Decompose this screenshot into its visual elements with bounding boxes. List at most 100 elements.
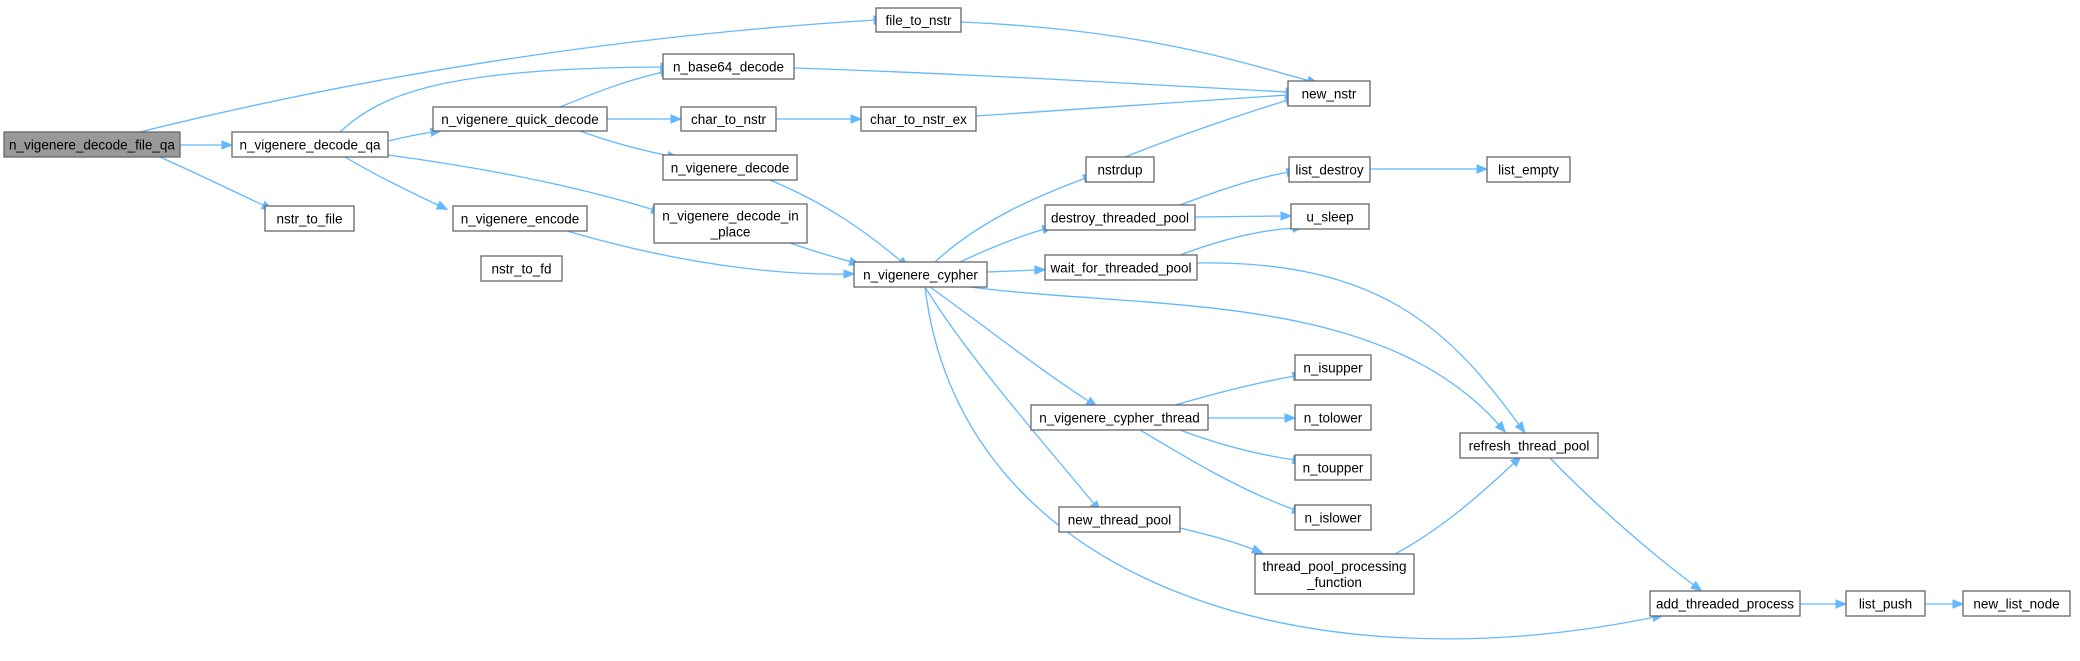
node-box bbox=[1030, 404, 1209, 431]
node-add_proc[interactable]: add_threaded_process bbox=[1649, 590, 1801, 617]
node-box bbox=[264, 205, 355, 232]
node-box bbox=[1294, 504, 1372, 531]
edge-line bbox=[959, 228, 1046, 263]
node-label: add_threaded_process bbox=[1656, 597, 1794, 612]
node-isupper[interactable]: n_isupper bbox=[1294, 354, 1372, 381]
edge-line bbox=[1179, 527, 1256, 551]
node-new_list_node[interactable]: new_list_node bbox=[1962, 590, 2071, 617]
edge-arrowhead bbox=[850, 114, 863, 124]
node-toupper[interactable]: n_toupper bbox=[1294, 454, 1372, 481]
node-encode[interactable]: n_vigenere_encode bbox=[452, 205, 588, 232]
edge-arrowhead bbox=[1494, 420, 1507, 434]
edge-char_to_nstr-to-char_to_nstr_ex bbox=[776, 114, 863, 124]
node-label: wait_for_threaded_pool bbox=[1049, 261, 1191, 276]
node-box bbox=[853, 261, 988, 288]
node-box bbox=[860, 106, 977, 132]
node-list_destroy[interactable]: list_destroy bbox=[1288, 156, 1371, 183]
edge-nstrdup-to-new_nstr bbox=[1124, 96, 1297, 158]
node-quick[interactable]: n_vigenere_quick_decode bbox=[432, 106, 608, 132]
node-box bbox=[1044, 204, 1196, 231]
edge-cypher-to-new_pool bbox=[924, 286, 1101, 513]
node-box bbox=[1962, 590, 2071, 617]
node-wait_pool[interactable]: wait_for_threaded_pool bbox=[1044, 254, 1198, 281]
node-list_empty[interactable]: list_empty bbox=[1486, 156, 1571, 183]
edge-cypher-to-wait_pool bbox=[986, 265, 1047, 275]
node-label: n_vigenere_quick_decode bbox=[441, 112, 599, 127]
edge-line bbox=[789, 242, 853, 263]
node-char_to_nstr_ex[interactable]: char_to_nstr_ex bbox=[860, 106, 977, 132]
edge-line bbox=[344, 156, 441, 207]
edge-processing-to-refresh bbox=[1394, 455, 1522, 555]
edge-line bbox=[1549, 457, 1696, 587]
call-graph-edges bbox=[139, 15, 1965, 640]
node-char_to_nstr[interactable]: char_to_nstr bbox=[680, 106, 777, 132]
node-label: n_vigenere_cypher_thread bbox=[1039, 411, 1200, 426]
node-root[interactable]: n_vigenere_decode_file_qa bbox=[3, 131, 181, 158]
node-label: n_toupper bbox=[1303, 461, 1364, 476]
node-label: n_isupper bbox=[1303, 361, 1363, 376]
node-box bbox=[680, 106, 777, 132]
edge-arrowhead bbox=[1284, 413, 1297, 423]
node-box bbox=[662, 154, 798, 181]
edge-line bbox=[769, 179, 903, 263]
node-nstr_to_fd[interactable]: nstr_to_fd bbox=[480, 255, 563, 282]
node-box bbox=[1486, 156, 1571, 183]
node-new_nstr[interactable]: new_nstr bbox=[1287, 80, 1371, 107]
edge-line bbox=[566, 230, 847, 275]
node-box bbox=[1044, 254, 1198, 281]
node-label: list_empty bbox=[1498, 163, 1559, 178]
node-box bbox=[1288, 156, 1371, 183]
node-cypher[interactable]: n_vigenere_cypher bbox=[853, 261, 988, 288]
edge-quick-to-char_to_nstr bbox=[607, 114, 683, 124]
edge-line bbox=[793, 67, 1289, 93]
node-nstrdup[interactable]: nstrdup bbox=[1085, 156, 1155, 183]
edge-line bbox=[1124, 99, 1289, 158]
node-label: n_vigenere_cypher bbox=[863, 268, 978, 283]
node-islower[interactable]: n_islower bbox=[1294, 504, 1372, 531]
node-box bbox=[1294, 454, 1372, 481]
node-u_sleep[interactable]: u_sleep bbox=[1290, 203, 1370, 230]
edge-wait_pool-to-refresh bbox=[1196, 262, 1526, 434]
node-box bbox=[1649, 590, 1801, 617]
node-label: n_tolower bbox=[1304, 411, 1363, 426]
edge-cypher-to-refresh bbox=[969, 286, 1507, 434]
node-new_pool[interactable]: new_thread_pool bbox=[1058, 506, 1181, 533]
node-box bbox=[1294, 354, 1372, 381]
edge-destroy_pool-to-u_sleep bbox=[1194, 211, 1293, 221]
edge-line bbox=[579, 130, 671, 157]
node-box bbox=[452, 205, 588, 232]
node-refresh[interactable]: refresh_thread_pool bbox=[1459, 432, 1599, 459]
edge-line bbox=[159, 156, 266, 207]
edge-line bbox=[924, 286, 1656, 640]
node-cthread[interactable]: n_vigenere_cypher_thread bbox=[1030, 404, 1209, 431]
edge-decode_qa-to-encode bbox=[344, 156, 449, 210]
node-box bbox=[1294, 404, 1372, 431]
node-base64[interactable]: n_base64_decode bbox=[662, 53, 795, 80]
edge-line bbox=[339, 66, 664, 133]
node-label: destroy_threaded_pool bbox=[1051, 211, 1189, 226]
node-inplace[interactable]: n_vigenere_decode_in_place bbox=[653, 203, 808, 244]
edge-arrowhead bbox=[1835, 599, 1848, 609]
node-nstr_to_file[interactable]: nstr_to_file bbox=[264, 205, 355, 232]
node-label: nstr_to_fd bbox=[491, 262, 551, 277]
node-box bbox=[662, 53, 795, 80]
node-destroy_pool[interactable]: destroy_threaded_pool bbox=[1044, 204, 1196, 231]
edge-line bbox=[1194, 215, 1284, 218]
node-box bbox=[1254, 553, 1415, 595]
node-processing[interactable]: thread_pool_processing_function bbox=[1254, 553, 1415, 595]
node-file_to_nstr[interactable]: file_to_nstr bbox=[875, 7, 962, 33]
edge-arrowhead bbox=[1690, 580, 1703, 592]
node-tolower[interactable]: n_tolower bbox=[1294, 404, 1372, 431]
node-label: n_vigenere_decode_file_qa bbox=[9, 138, 175, 153]
edge-line bbox=[1179, 429, 1296, 461]
node-label: list_destroy bbox=[1295, 163, 1364, 178]
edge-cthread-to-tolower bbox=[1208, 413, 1297, 423]
node-box bbox=[875, 7, 962, 33]
node-list_push[interactable]: list_push bbox=[1845, 590, 1926, 617]
node-box bbox=[1845, 590, 1926, 617]
node-decode_qa[interactable]: n_vigenere_decode_qa bbox=[231, 131, 389, 158]
node-vdecode[interactable]: n_vigenere_decode bbox=[662, 154, 798, 181]
edge-list_destroy-to-list_empty bbox=[1370, 164, 1489, 174]
node-label: new_nstr bbox=[1302, 87, 1357, 102]
edge-line bbox=[975, 94, 1289, 117]
